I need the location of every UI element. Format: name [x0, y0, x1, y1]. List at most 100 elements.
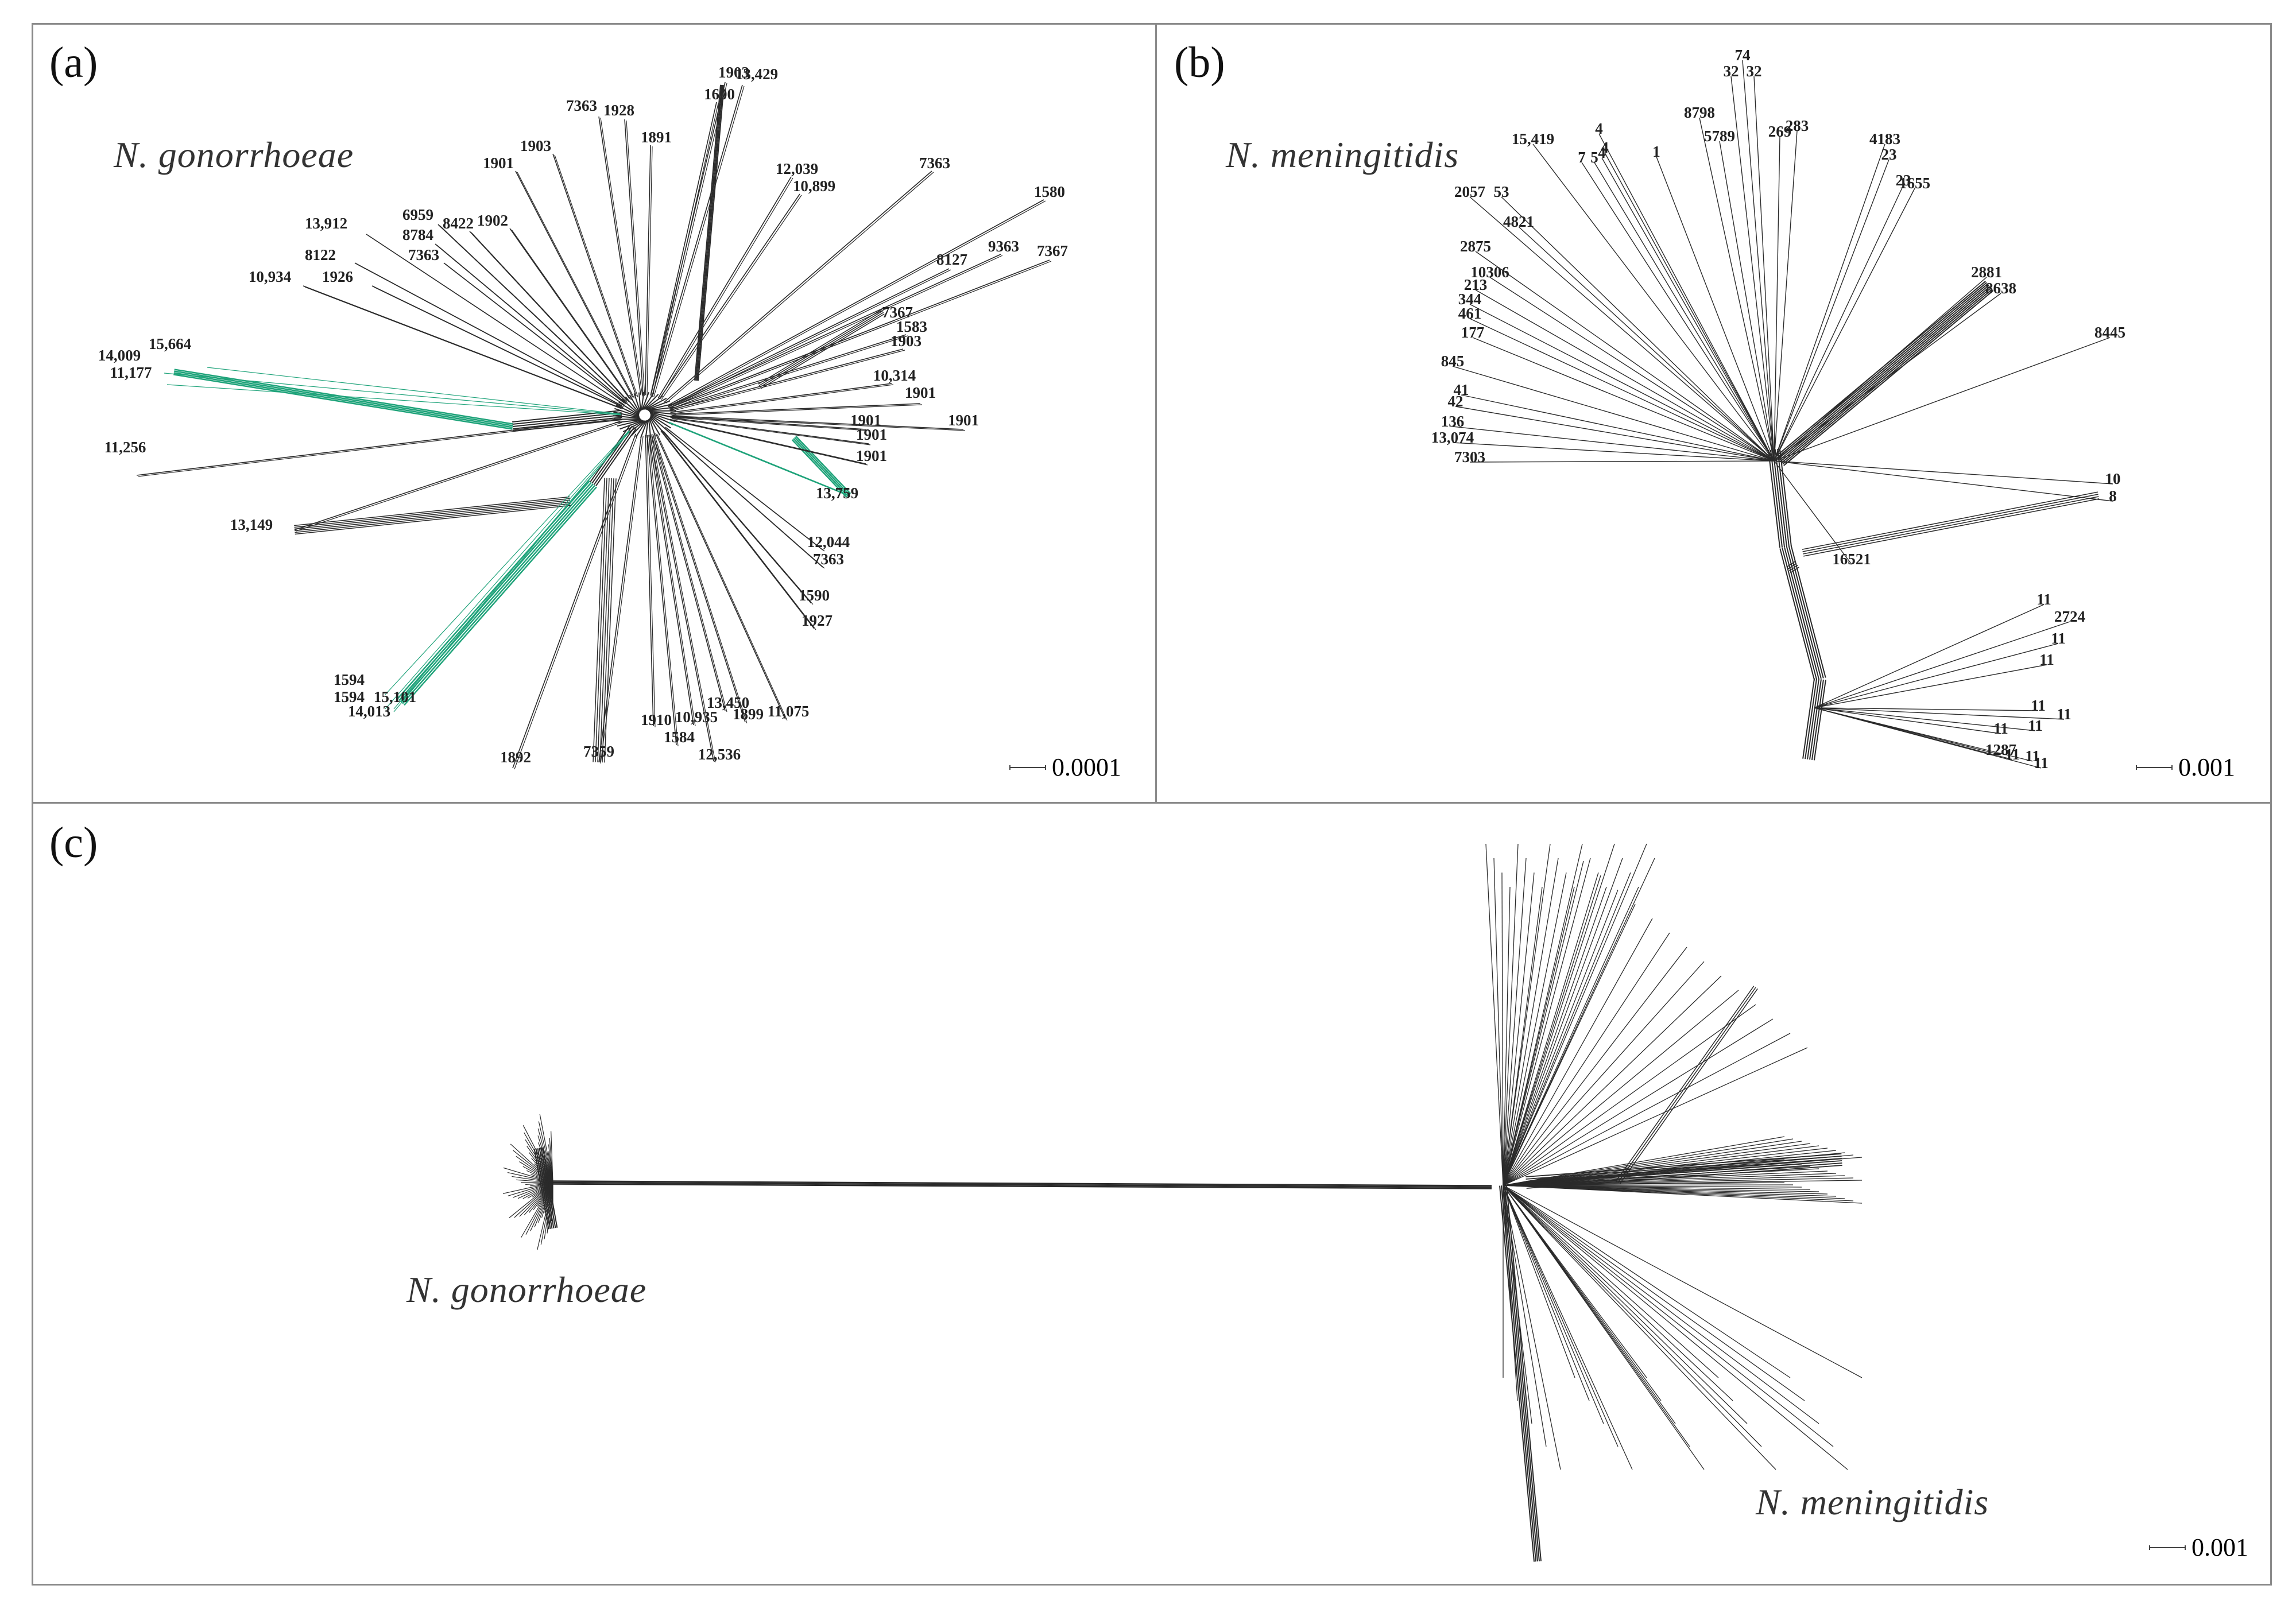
- branch-line: [164, 373, 621, 415]
- branch-line: [1774, 136, 1780, 462]
- branch-line: [303, 285, 621, 409]
- meningitidis-branch-line: [1503, 858, 1591, 1186]
- branch-line: [167, 384, 621, 416]
- meningitidis-branch-line: [1503, 1177, 1854, 1186]
- branch-line: [650, 436, 696, 727]
- network-split-line: [590, 424, 631, 483]
- branch-line: [512, 433, 636, 769]
- branch-line: [1452, 442, 1775, 462]
- leaf-label: 9363: [988, 238, 1019, 255]
- leaf-label: 11: [1993, 720, 2008, 737]
- core-split-line: [617, 419, 642, 427]
- leaf-label: 53: [1494, 183, 1509, 200]
- leaf-label: 1287: [1985, 741, 2016, 758]
- panel-a-gonorrhoeae-network: (a) N. gonorrhoeae 190313,42916007363192…: [32, 23, 1157, 804]
- meningitidis-branch-line: [1503, 858, 1559, 1186]
- branch-line: [1814, 707, 2042, 769]
- gonorrhoeae-tuft-line: [512, 1176, 553, 1183]
- core-split-line: [635, 420, 647, 437]
- leaf-label: 1902: [477, 212, 508, 229]
- network-split-line: [1805, 679, 1818, 759]
- network-split-line: [539, 1148, 555, 1228]
- meningitidis-branch-line: [1503, 1185, 1575, 1378]
- meningitidis-branch-line: [1503, 1185, 1733, 1401]
- network-split-line: [1802, 491, 2098, 550]
- network-split-line: [535, 1148, 551, 1229]
- core-split-line: [638, 392, 641, 412]
- branch-line: [665, 429, 825, 569]
- network-split-line: [1526, 1160, 1842, 1184]
- branch-line: [663, 431, 814, 605]
- branch-line: [1814, 604, 2045, 708]
- panel-a-species-label: N. gonorrhoeae: [114, 134, 354, 175]
- meningitidis-branch-line: [1503, 1185, 1561, 1470]
- branch-line: [1814, 707, 2036, 731]
- core-split-line: [630, 420, 646, 436]
- meningitidis-branch-line: [1503, 858, 1623, 1186]
- core-split-line: [650, 414, 671, 429]
- branch-line: [445, 263, 626, 405]
- branch-line: [598, 435, 642, 763]
- network-split-line: [793, 438, 849, 497]
- leaf-label: 13,429: [735, 65, 778, 83]
- branch-line: [1814, 643, 2059, 708]
- branch-line: [649, 435, 714, 762]
- leaf-label: 344: [1458, 290, 1482, 308]
- leaf-label: 11,256: [104, 439, 146, 456]
- network-split-line: [512, 412, 622, 425]
- network-split-line: [595, 428, 637, 487]
- meningitidis-branch-line: [1503, 860, 1584, 1186]
- branch-line: [626, 120, 645, 397]
- meningitidis-branch-line: [1503, 1185, 1619, 1447]
- panel-b-scale: 0.001: [2136, 753, 2235, 782]
- meningitidis-branch-line: [1503, 1033, 1791, 1186]
- network-split-line: [552, 1183, 1492, 1189]
- leaf-label: 1594: [334, 671, 365, 688]
- network-split-line: [1782, 288, 1993, 465]
- leaf-label: 2724: [2054, 608, 2085, 625]
- branch-line: [668, 268, 950, 407]
- network-split-line: [1807, 679, 1820, 759]
- meningitidis-branch-line: [1503, 947, 1687, 1186]
- core-split-line: [646, 400, 670, 410]
- leaf-label: 1903: [520, 137, 551, 154]
- branch-line: [1475, 251, 1775, 462]
- leaf-label: 4: [1598, 144, 1606, 161]
- branch-line: [672, 384, 894, 414]
- network-split-line: [295, 501, 571, 532]
- branch-line: [1719, 141, 1775, 462]
- meningitidis-branch-line: [1503, 872, 1599, 1186]
- branch-line: [660, 177, 793, 400]
- branch-line: [511, 229, 632, 400]
- network-split-line: [599, 478, 612, 763]
- leaf-label: 13,912: [305, 215, 347, 232]
- scale-bar: [2136, 765, 2173, 770]
- branch-line: [671, 420, 868, 466]
- network-split-line: [1526, 1165, 1842, 1189]
- gonorrhoeae-tuft-line: [537, 1182, 553, 1250]
- network-split-line: [1811, 679, 1824, 760]
- leaf-label: 1901: [856, 447, 887, 464]
- leaf-label: 1655: [1899, 175, 1930, 192]
- gonorrhoeae-tuft-line: [517, 1182, 553, 1199]
- core-split-line: [633, 393, 641, 412]
- branch-line: [670, 423, 851, 497]
- core-split-line: [648, 418, 652, 438]
- leaf-label: 8445: [2094, 324, 2125, 341]
- leaf-label: 11: [2057, 706, 2072, 723]
- network-split-line: [295, 503, 571, 533]
- leaf-label: 13,074: [1431, 429, 1474, 446]
- branch-line: [1469, 318, 1775, 462]
- branch-line: [670, 417, 869, 444]
- network-split-line: [1768, 450, 1781, 548]
- meningitidis-branch-line: [1503, 961, 1705, 1186]
- branch-line: [672, 404, 923, 416]
- network-split-line: [173, 372, 513, 428]
- meningitidis-branch-line: [1503, 1185, 1819, 1424]
- leaf-label: 1926: [322, 268, 353, 285]
- meningitidis-branch-line: [1503, 886, 1607, 1186]
- leaf-label: 10,899: [793, 177, 835, 195]
- leaf-label: 10,314: [873, 367, 916, 384]
- meningitidis-branch-line: [1503, 1185, 1604, 1424]
